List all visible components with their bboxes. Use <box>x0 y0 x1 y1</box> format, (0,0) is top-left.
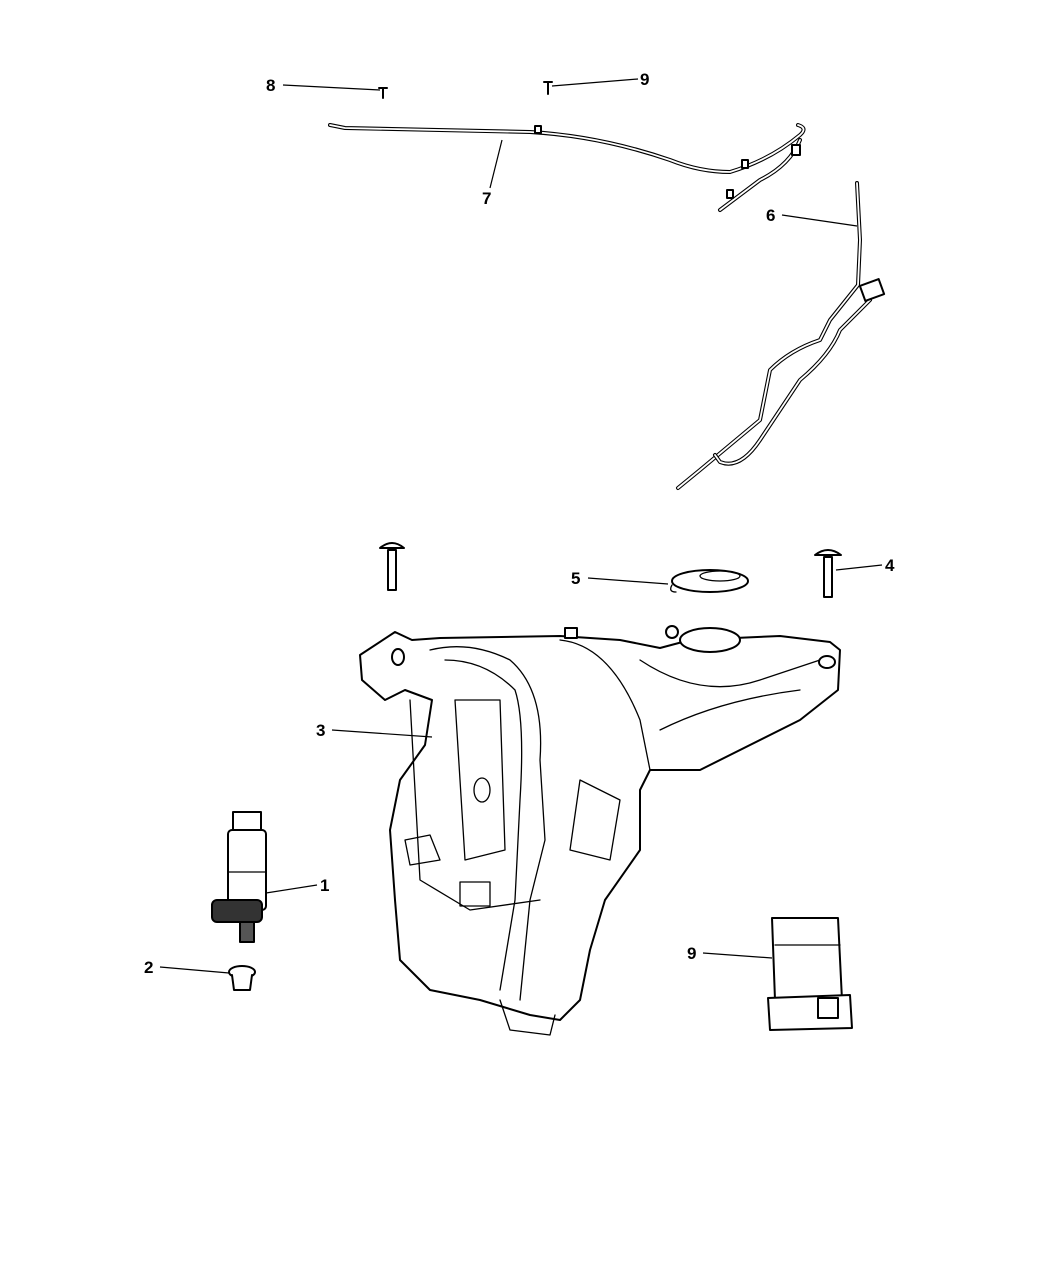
callout-2: 2 <box>144 958 153 977</box>
washer-hose-6 <box>676 181 886 490</box>
reservoir-cap-icon <box>670 569 749 593</box>
callout-4: 4 <box>885 556 895 575</box>
washer-hose-7 <box>328 123 806 212</box>
callout-7: 7 <box>482 189 491 208</box>
washer-reservoir <box>359 625 841 1036</box>
callout-9: 9 <box>687 944 696 963</box>
callout-8a: 8 <box>266 76 275 95</box>
callout-8b: 9 <box>640 70 649 89</box>
grommet-icon <box>228 965 256 991</box>
leader-lines <box>159 78 883 974</box>
callout-6: 6 <box>766 206 775 225</box>
bolt-icon <box>379 542 842 598</box>
callout-5: 5 <box>571 569 580 588</box>
callout-3: 3 <box>316 721 325 740</box>
relay-icon <box>767 917 853 1031</box>
callout-1: 1 <box>320 876 329 895</box>
washer-pump-icon <box>211 811 267 943</box>
clip-icon <box>378 81 553 99</box>
